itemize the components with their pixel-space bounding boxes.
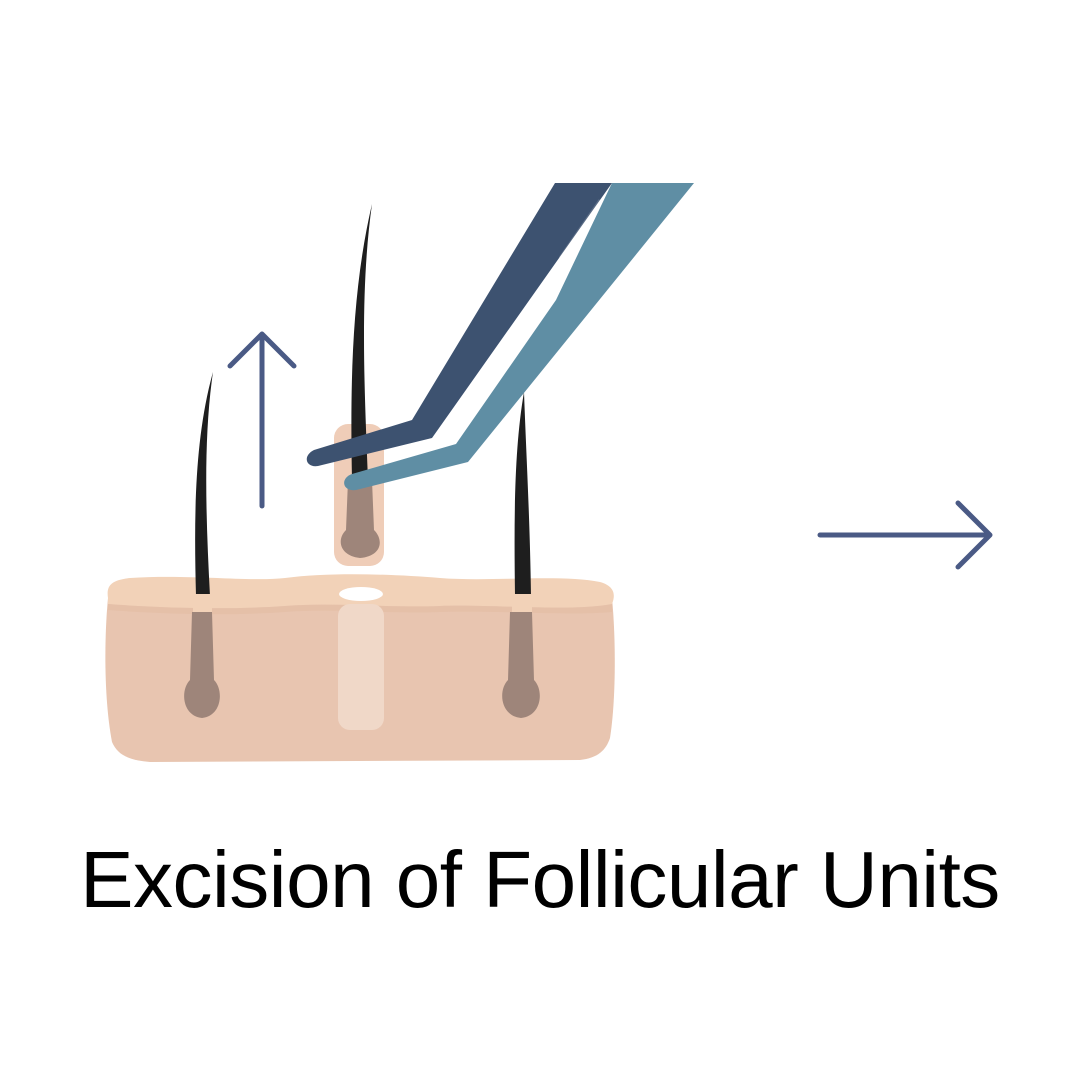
right-arrow-icon <box>817 500 993 570</box>
forceps-dark-arm <box>306 183 612 467</box>
extraction-channel <box>338 604 384 730</box>
hair-right-collar <box>512 594 532 612</box>
hair-right-shaft <box>514 392 531 596</box>
follicle-right <box>502 392 540 718</box>
hair-left-collar <box>193 594 212 612</box>
follicle-right-bulb <box>502 612 540 718</box>
skin-section <box>105 574 615 762</box>
follicle-left <box>184 372 220 718</box>
caption-title: Excision of Follicular Units <box>80 835 1000 924</box>
hair-left-shaft <box>195 372 213 596</box>
forceps-light-arm <box>344 183 694 491</box>
extracted-graft <box>334 204 384 566</box>
forceps-highlight <box>558 199 602 259</box>
graft-bulb <box>340 480 380 558</box>
up-arrow-icon <box>227 331 297 509</box>
extraction-site-opening <box>339 587 383 601</box>
forceps-icon <box>306 183 694 491</box>
follicle-left-bulb <box>184 612 220 718</box>
graft-hair-shaft <box>351 204 372 480</box>
